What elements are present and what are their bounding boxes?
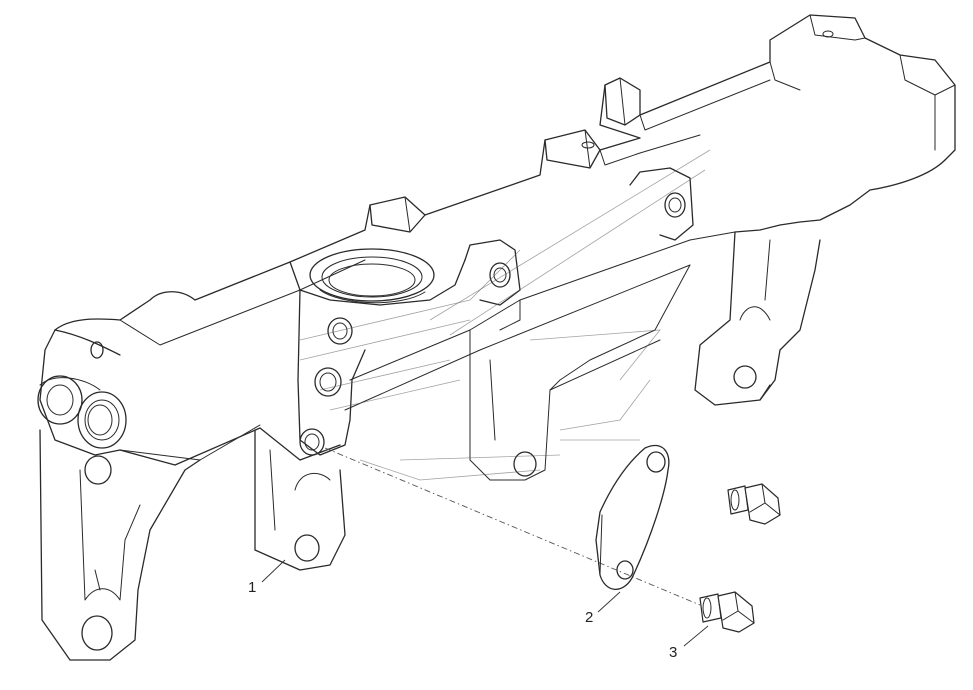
callout-1: 1 [248,559,286,596]
callout-label: 3 [669,644,677,661]
callout-2: 2 [585,591,621,626]
callout-3: 3 [669,625,709,661]
callout-label: 2 [585,609,593,626]
watermark-graphic [299,149,711,481]
part-2-cover-plate [595,444,670,590]
bolt-icon [727,483,781,525]
bolt-icon [699,591,755,633]
callout-label: 1 [248,579,256,596]
part-1-manifold-body [37,14,956,661]
assembly-centerline [324,447,701,606]
